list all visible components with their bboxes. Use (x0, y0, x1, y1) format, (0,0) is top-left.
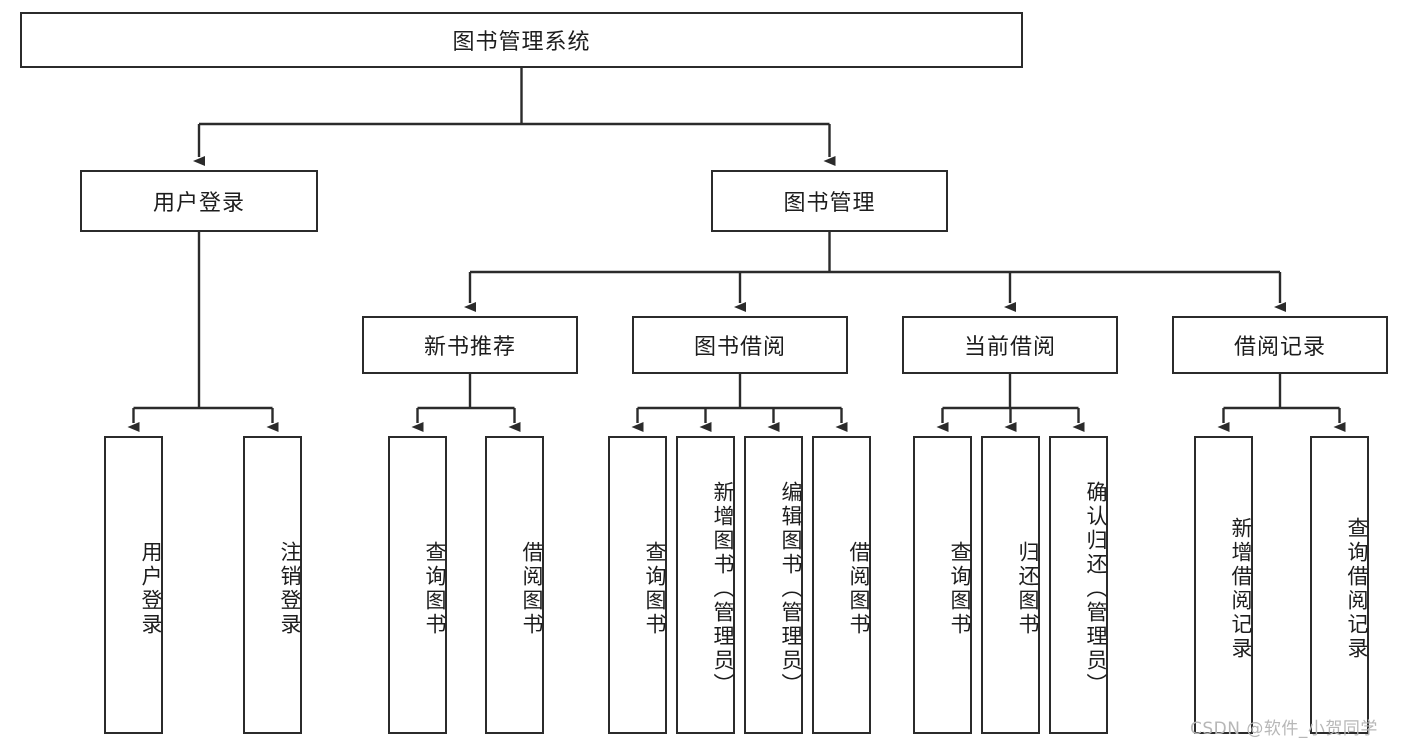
node-label: 借阅图书 (847, 541, 871, 637)
node-label: 图书借阅 (693, 335, 786, 360)
node-图书管理系统[interactable]: 图书管理系统 (20, 12, 1023, 68)
node-注销登录[interactable]: 注销登录 (243, 436, 302, 734)
node-借阅记录[interactable]: 借阅记录 (1172, 316, 1388, 374)
node-查询借阅记录[interactable]: 查询借阅记录 (1310, 436, 1369, 734)
node-查询图书[interactable]: 查询图书 (913, 436, 972, 734)
node-查询图书[interactable]: 查询图书 (388, 436, 447, 734)
node-label: 新增图书（管理员） (711, 481, 735, 697)
node-用户登录[interactable]: 用户登录 (104, 436, 163, 734)
watermark-text: CSDN @软件_小贺同学 (1190, 719, 1378, 739)
node-label: 图书管理 (783, 191, 876, 216)
node-新书推荐[interactable]: 新书推荐 (362, 316, 578, 374)
node-label: 确认归还（管理员） (1084, 481, 1108, 697)
node-图书管理[interactable]: 图书管理 (711, 170, 948, 232)
node-图书借阅[interactable]: 图书借阅 (632, 316, 848, 374)
node-当前借阅[interactable]: 当前借阅 (902, 316, 1118, 374)
node-label: 借阅记录 (1233, 335, 1326, 360)
node-label: 查询图书 (948, 541, 972, 637)
node-label: 查询图书 (423, 541, 447, 637)
node-label: 图书管理系统 (452, 30, 591, 55)
node-label: 当前借阅 (963, 335, 1056, 360)
node-查询图书[interactable]: 查询图书 (608, 436, 667, 734)
node-用户登录[interactable]: 用户登录 (80, 170, 318, 232)
node-确认归还管理员[interactable]: 确认归还（管理员） (1049, 436, 1108, 734)
node-借阅图书[interactable]: 借阅图书 (485, 436, 544, 734)
node-归还图书[interactable]: 归还图书 (981, 436, 1040, 734)
node-label: 编辑图书（管理员） (779, 481, 803, 697)
node-label: 新增借阅记录 (1229, 517, 1253, 661)
node-label: 借阅图书 (520, 541, 544, 637)
node-label: 用户登录 (139, 541, 163, 637)
node-label: 查询借阅记录 (1345, 517, 1369, 661)
node-label: 查询图书 (643, 541, 667, 637)
node-label: 注销登录 (278, 541, 302, 637)
node-新增借阅记录[interactable]: 新增借阅记录 (1194, 436, 1253, 734)
node-新增图书管理员[interactable]: 新增图书（管理员） (676, 436, 735, 734)
node-编辑图书管理员[interactable]: 编辑图书（管理员） (744, 436, 803, 734)
node-label: 新书推荐 (423, 335, 516, 360)
node-label: 归还图书 (1016, 541, 1040, 637)
node-label: 用户登录 (152, 191, 245, 216)
node-借阅图书[interactable]: 借阅图书 (812, 436, 871, 734)
